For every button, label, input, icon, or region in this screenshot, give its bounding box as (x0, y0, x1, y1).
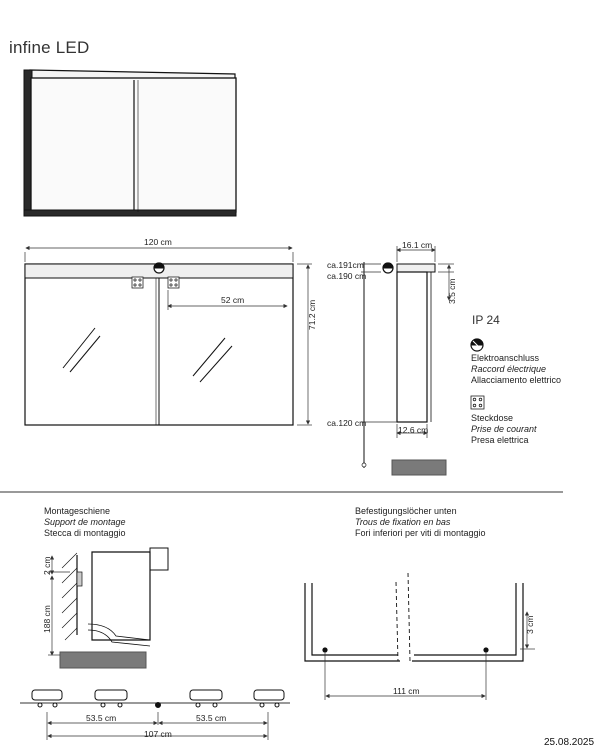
rail-188cm-label: 188 cm (42, 605, 52, 633)
rail-brackets (20, 689, 290, 708)
dimension-inner (167, 290, 288, 310)
holes-111-label: 111 cm (393, 686, 420, 696)
depth-top-label: 16.1 cm (402, 240, 433, 250)
light-height-label: 3.5 cm (447, 278, 457, 304)
socket-icon (131, 276, 180, 289)
legend-socket-text: Steckdose Prise de courant Presa elettri… (471, 413, 537, 445)
width-label: 120 cm (144, 237, 172, 247)
dimension-height (297, 263, 312, 426)
fixing-holes-drawing (304, 572, 524, 662)
mounting-rail-drawing (59, 547, 169, 669)
rail-107-label: 107 cm (144, 729, 172, 739)
rail-bottom-dimensions (46, 712, 269, 740)
mounting-rail-title: Montageschiene Support de montage Stecca… (44, 506, 126, 538)
legend-socket-icon (470, 395, 485, 410)
perspective-cabinet (23, 69, 237, 217)
holes-dimensions (324, 611, 535, 700)
ip-rating: IP 24 (472, 313, 500, 327)
rail-dimensions (48, 555, 70, 656)
ca191-label: ca.191cm (327, 260, 364, 270)
dimension-width (24, 245, 294, 262)
rail-53-right-label: 53.5 cm (196, 713, 227, 723)
legend-connection-text: Elektroanschluss Raccord électrique Alla… (471, 353, 562, 385)
rail-53-left-label: 53.5 cm (86, 713, 117, 723)
height-label: 71.2 cm (307, 299, 317, 330)
ca120-label: ca.120 cm (327, 418, 367, 428)
depth-bottom-label: 12.6 cm (398, 425, 429, 435)
ca190-label: ca.190 cm (327, 271, 367, 281)
front-elevation (24, 262, 294, 426)
side-elevation (361, 262, 447, 476)
document-date: 25.08.2025 (544, 737, 595, 748)
product-title: infine LED (9, 38, 90, 57)
fixing-holes-title: Befestigungslöcher unten Trous de fixati… (355, 506, 486, 538)
holes-3cm-label: 3 cm (525, 615, 535, 634)
side-dimensions (361, 246, 454, 438)
legend-connection-icon (470, 338, 484, 352)
rail-2cm-label: 2 cm (42, 556, 52, 575)
inner-width-label: 52 cm (221, 295, 245, 305)
